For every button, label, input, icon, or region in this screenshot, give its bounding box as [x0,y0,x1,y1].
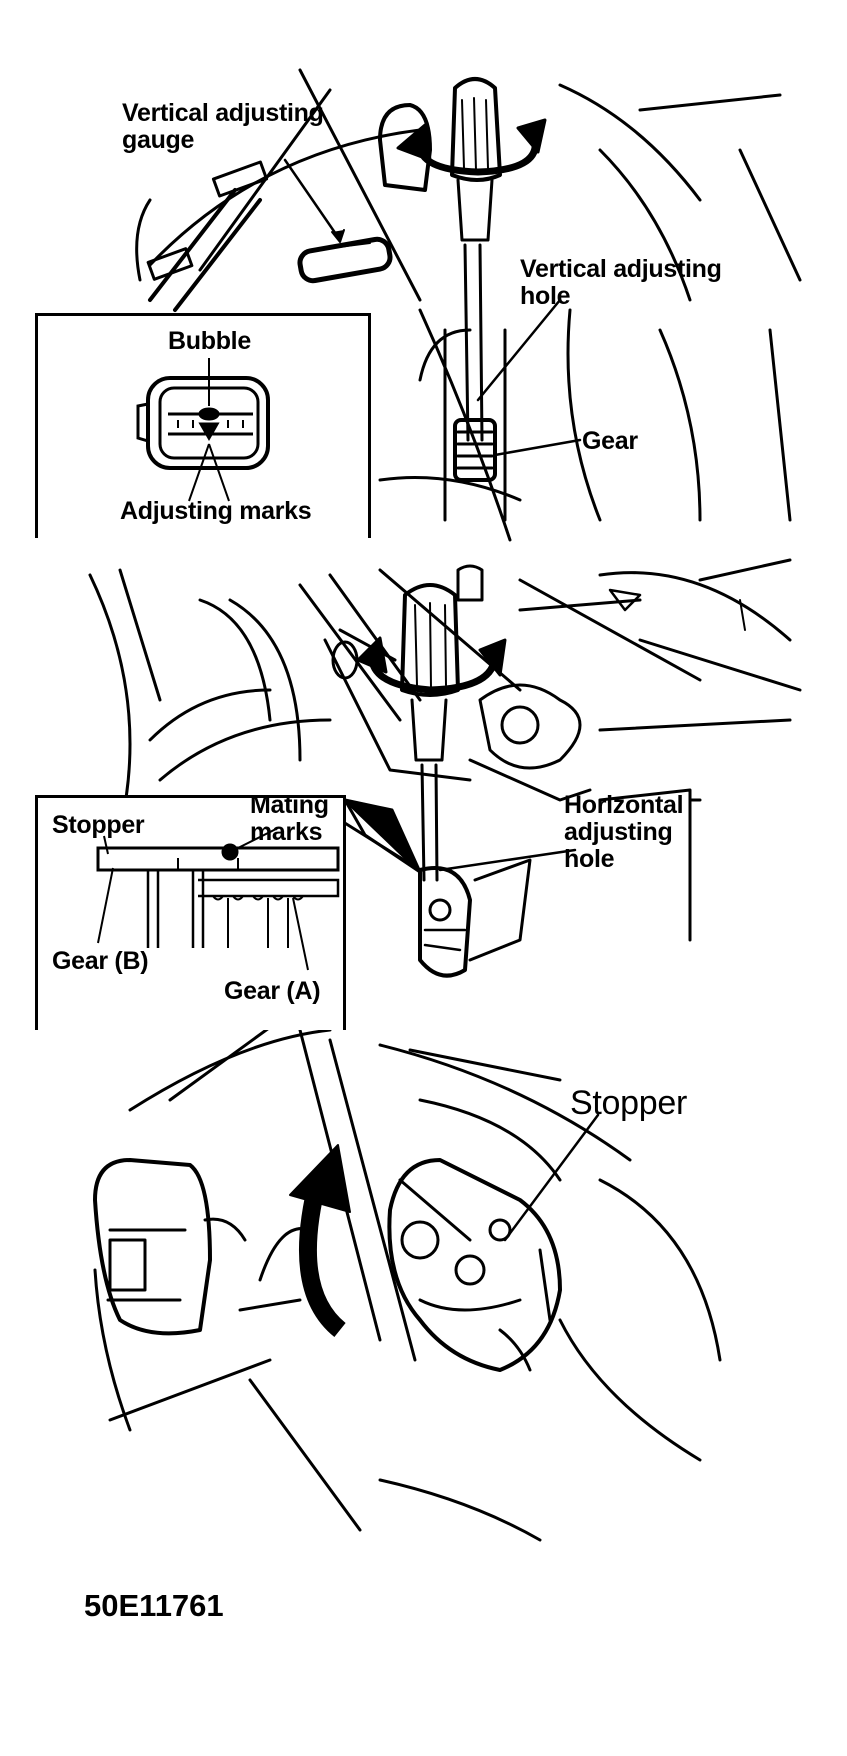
horizontal-adjusting-hole-label: Horizontal adjusting hole [564,791,684,873]
gear-mating-icon [96,827,340,971]
panel-3-stopper [93,1018,722,1542]
stopper-label: Stopper [570,1084,687,1122]
vertical-adjusting-hole-label: Vertical adjusting hole [520,255,722,310]
stopper-label-inset: Stopper [52,811,145,839]
panel-2-horizontal-adjustment [88,558,802,978]
level-gauge-icon [136,358,270,502]
vertical-adjusting-gauge-label: Vertical adjusting gauge [122,99,324,154]
bubble-label: Bubble [168,327,251,355]
mating-marks-label: Mating marks [250,791,329,846]
panel-1-vertical-adjustment [135,68,802,542]
inset-gauge-detail: Bubble Adjusting marks [35,313,371,538]
figure-code: 50E11761 [84,1588,224,1623]
gear-label: Gear [582,427,638,455]
gear-a-label: Gear (A) [224,977,321,1005]
inset-gear-detail: Stopper Mating marks Gear (B) Gear (A) [35,791,346,1030]
gear-b-label: Gear (B) [52,947,149,975]
adjusting-marks-label: Adjusting marks [120,497,312,525]
